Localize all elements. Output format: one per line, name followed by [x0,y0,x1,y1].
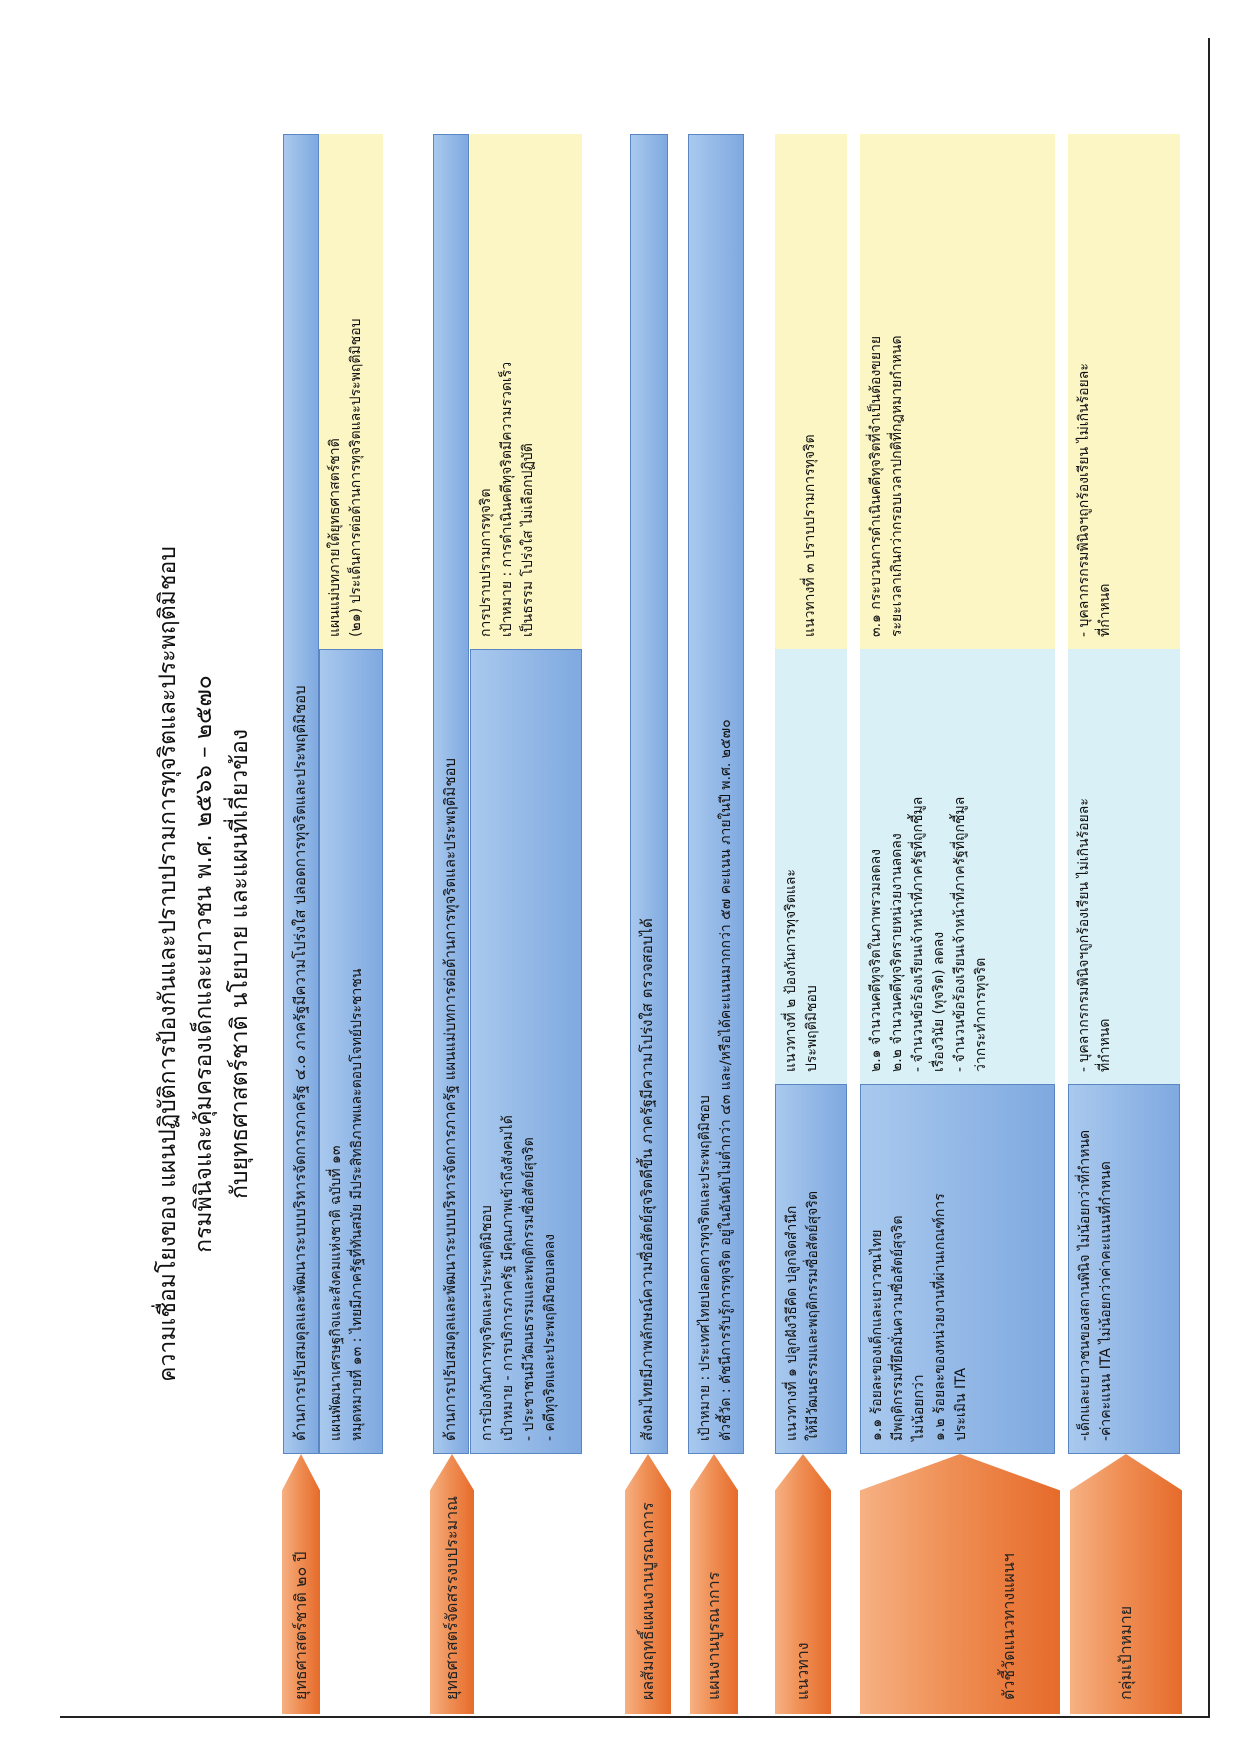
frame-bottom-line [1208,38,1210,1718]
label-target-group: กลุ่มเป้าหมาย [1070,1454,1182,1714]
box-target-1: -เด็กและเยาวชนของสถานพินิจ ไม่น้อยกว่าที… [1068,1084,1180,1454]
box-prevention: การป้องกันการทุจริตและประพฤติมิชอบ เป้าห… [470,649,582,1454]
label-integration-result: ผลสัมฤทธิ์แผนงานบูรณาการ [625,1454,671,1714]
master-plan-issue: (๒๑) ประเด็นการต่อต้านการทุจริตและประพฤต… [348,318,364,637]
box-target-2: - บุคลากรกรมพินิจฯถูกร้องเรียน ไม่เกินร้… [1068,649,1180,1084]
label-budget-strategy: ยุทธศาสตร์จัดสรรงบประมาณ [430,1454,474,1714]
title-line-1: ความเชื่อมโยงของ แผนปฏิบัติการป้องกันและ… [155,546,181,1382]
title-line-3: กับยุทธศาสตร์ชาติ นโยบาย และแผนที่เกี่ยว… [227,728,253,1200]
master-plan-title: แผนแม่บทภายใต้ยุทธศาสตร์ชาติ [327,438,343,637]
box-approach-1: แนวทางที่ ๑ ปลูกฝังวิธีคิด ปลูกจิตสำนึก … [775,1084,847,1454]
frame-left-line [60,1716,1210,1718]
label-national-strategy: ยุทธศาสตร์ชาติ ๒๐ ปี [282,1454,320,1714]
box-target-3: - บุคลากรกรมพินิจฯถูกร้องเรียน ไม่เกินร้… [1068,134,1180,649]
box-master-plan: แผนแม่บทภายใต้ยุทธศาสตร์ชาติ (๒๑) ประเด็… [319,134,383,649]
nesdp-title: แผนพัฒนาเศรษฐกิจและสังคมแห่งชาติ ฉบับที่… [328,1145,344,1441]
bar-budget-strategy: ด้านการปรับสมดุลและพัฒนาระบบบริหารจัดการ… [433,134,469,1454]
box-nesdp-13: แผนพัฒนาเศรษฐกิจและสังคมแห่งชาติ ฉบับที่… [319,649,383,1454]
box-indicators-3: ๓.๑ กระบวนการดำเนินคดีทุจริตที่จำเป็นต้อ… [860,134,1055,649]
label-integration-plan: แผนงานบูรณาการ [690,1454,738,1714]
label-approach-indicators: ตัวชี้วัดแนวทางแผนฯ [860,1454,1060,1714]
box-approach-2: แนวทางที่ ๒ ป้องกันการทุจริตและ ประพฤติม… [775,649,847,1084]
label-approach: แนวทาง [775,1454,831,1714]
bar-integration-result: สังคมไทยมีภาพลักษณ์ความซื่อสัตย์สุจริตดี… [630,134,668,1454]
box-approach-3: แนวทางที่ ๓ ปราบปรามการทุจริต [775,134,847,649]
box-suppression: การปราบปรามการทุจริต เป้าหมาย : การดำเนิ… [470,134,582,649]
title-line-2: กรมพินิจและคุ้มครองเด็กและเยาวชน พ.ศ. ๒๕… [191,675,217,1253]
nesdp-milestone: หมุดหมายที่ ๑๓ : ไทยมีภาครัฐที่ทันสมัย ม… [349,968,365,1442]
bar-national-strategy: ด้านการปรับสมดุลและพัฒนาระบบบริหารจัดการ… [283,134,319,1454]
box-indicators-1: ๑.๑ ร้อยละของเด็กและเยาวชนไทย มีพฤติกรรม… [860,1084,1055,1454]
bar-integration-plan: เป้าหมาย : ประเทศไทยปลอดการทุจริตและประพ… [688,134,744,1454]
page-title: ความเชื่อมโยงของ แผนปฏิบัติการป้องกันและ… [150,214,258,1714]
box-indicators-2: ๒.๑ จำนวนคดีทุจริตในภาพรวมลดลง ๒.๒ จำนวน… [860,649,1055,1084]
